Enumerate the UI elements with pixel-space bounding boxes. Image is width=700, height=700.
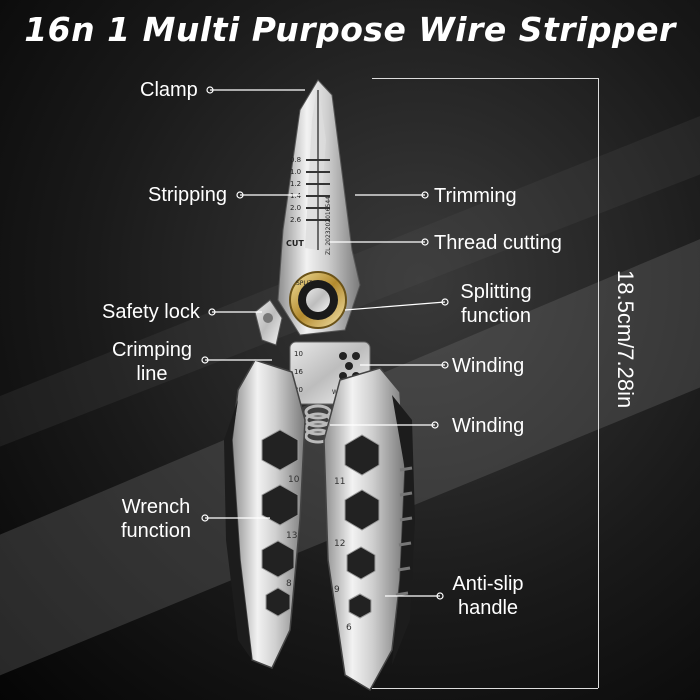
label-winding-1: Winding bbox=[452, 355, 525, 377]
cut-mark: CUT bbox=[286, 239, 304, 248]
label-thread-cutting: Thread cutting bbox=[434, 232, 562, 254]
label-winding-2: Winding bbox=[452, 415, 525, 437]
label-wrench-function: Wrench function bbox=[108, 495, 204, 543]
crimp-size: 20 bbox=[294, 386, 303, 394]
label-crimping-line2: line bbox=[136, 363, 168, 385]
hex-size: 8 bbox=[286, 579, 292, 589]
crimp-size: 10 bbox=[294, 350, 303, 358]
gauge-mark: 2.0 bbox=[290, 204, 301, 212]
label-wrench-line2: function bbox=[120, 520, 192, 542]
stripping-notches bbox=[306, 159, 330, 221]
gauge-mark: 1.4 bbox=[290, 192, 302, 200]
hex-size: 6 bbox=[346, 623, 352, 633]
label-splitting-line1: Splitting bbox=[460, 281, 532, 303]
measure-vertical-line bbox=[598, 78, 599, 688]
measure-bottom-line bbox=[372, 688, 598, 689]
crimp-size: 16 bbox=[294, 368, 303, 376]
gauge-mark: 1.2 bbox=[290, 180, 301, 188]
label-antislip-line2: handle bbox=[457, 597, 519, 619]
label-safety-lock: Safety lock bbox=[102, 301, 200, 323]
grip-ribs bbox=[395, 466, 413, 597]
measure-top-line bbox=[372, 78, 598, 79]
hex-size: 13 bbox=[286, 531, 297, 541]
hex-size: 10 bbox=[288, 475, 300, 485]
gauge-mark: 1.0 bbox=[290, 168, 301, 176]
label-trimming: Trimming bbox=[434, 185, 517, 207]
label-splitting-line2: function bbox=[460, 305, 532, 327]
label-stripping: Stripping bbox=[148, 184, 227, 206]
label-wrench-line1: Wrench bbox=[121, 496, 191, 518]
hex-holes-left bbox=[261, 429, 299, 617]
label-crimping-line: Crimping line bbox=[104, 338, 200, 386]
gauge-mark: 0.8 bbox=[290, 156, 301, 164]
dimension-label: 18.5cm/7.28in bbox=[613, 270, 638, 409]
split-mark: SPLIT bbox=[296, 280, 313, 287]
callout-lines bbox=[201, 86, 449, 600]
label-crimping-line1: Crimping bbox=[111, 339, 193, 361]
label-anti-slip-handle: Anti-slip handle bbox=[440, 572, 536, 620]
serial-mark: ZL 2023202016544 bbox=[325, 196, 332, 255]
label-splitting-function: Splitting function bbox=[448, 280, 544, 328]
gauge-mark: 2.6 bbox=[290, 216, 302, 224]
label-clamp: Clamp bbox=[140, 79, 198, 101]
hex-size: 9 bbox=[334, 585, 340, 595]
hex-size: 11 bbox=[334, 477, 345, 487]
hex-size: 12 bbox=[334, 539, 345, 549]
label-antislip-line1: Anti-slip bbox=[452, 573, 524, 595]
anti-slip-grip bbox=[392, 395, 415, 665]
hex-holes-right bbox=[344, 434, 380, 619]
page-title: 16n 1 Multi Purpose Wire Stripper bbox=[24, 10, 676, 49]
